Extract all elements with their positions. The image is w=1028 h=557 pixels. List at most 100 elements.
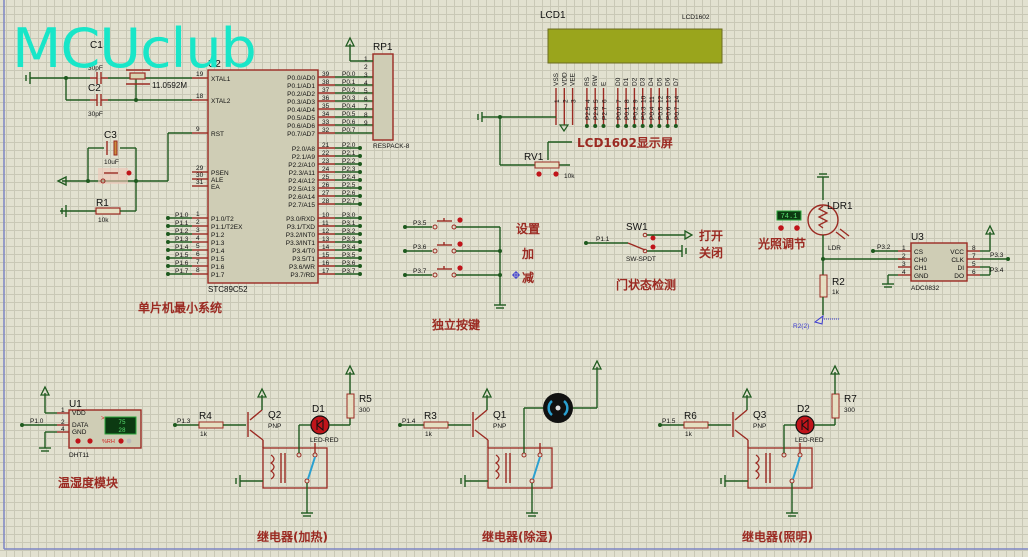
sw1-net: P1.1 xyxy=(596,236,610,243)
light-sensor[interactable]: LDR1 LDR 74.1 光照调节 R2 1k R2(2) xyxy=(757,173,905,330)
mcu-pin-name: ALE xyxy=(211,177,224,184)
r2-probe[interactable]: R2(2) xyxy=(793,323,809,330)
mcu-pin-name: XTAL2 xyxy=(211,98,231,105)
reset-button-indicator[interactable] xyxy=(126,170,132,176)
net-terminal[interactable] xyxy=(358,216,362,220)
net-terminal[interactable] xyxy=(358,224,362,228)
push-button[interactable]: P3.6 xyxy=(403,241,500,254)
load-resistor-ref: R7 xyxy=(844,394,857,405)
net-label: P3.4 xyxy=(342,244,356,251)
net-terminal[interactable] xyxy=(166,248,170,252)
push-button[interactable]: P3.7 xyxy=(403,265,500,278)
net-terminal[interactable] xyxy=(358,178,362,182)
dht-button-1[interactable] xyxy=(75,438,81,444)
net-label: P0.3 xyxy=(342,95,356,102)
mcu-pin-name: P1.1/T2EX xyxy=(211,224,243,231)
net-terminal[interactable] xyxy=(358,202,362,206)
dht-button-2[interactable] xyxy=(87,438,93,444)
mcu-pin-name: P0.2/AD2 xyxy=(287,91,315,98)
mcu-pin-name: P1.6 xyxy=(211,264,225,271)
net-terminal[interactable] xyxy=(640,124,645,128)
mcu-pin-name: P2.2/A10 xyxy=(288,162,315,169)
button-label-minus: 减 xyxy=(522,270,534,285)
mcu-pin-number: 28 xyxy=(322,198,330,205)
sw1-toggle-close[interactable] xyxy=(650,244,656,250)
net-terminal[interactable] xyxy=(358,272,362,276)
net-terminal[interactable] xyxy=(166,216,170,220)
net-terminal[interactable] xyxy=(166,272,170,276)
net-terminal[interactable] xyxy=(673,124,678,128)
base-resistor-value: 1k xyxy=(425,431,433,438)
net-terminal[interactable] xyxy=(601,124,606,128)
net-label: P0.7 xyxy=(342,127,356,134)
button-actuator[interactable] xyxy=(457,265,463,271)
mcu-pin-name: P2.6/A14 xyxy=(288,194,315,201)
mcu-pin-number: 9 xyxy=(196,126,200,133)
r2-ref: R2 xyxy=(832,277,845,288)
rp1-pin-number: 2 xyxy=(364,64,368,71)
net-terminal[interactable] xyxy=(358,146,362,150)
net-terminal[interactable] xyxy=(166,240,170,244)
net-terminal[interactable] xyxy=(358,232,362,236)
ldr-reading: 74.1 xyxy=(781,213,798,221)
load-resistor-ref: R5 xyxy=(359,394,372,405)
sw1-toggle-open[interactable] xyxy=(650,235,656,241)
mcu-pin-number: 17 xyxy=(322,268,330,275)
mcu-pin-name: EA xyxy=(211,184,220,191)
rp1-pin-number: 4 xyxy=(364,80,368,87)
net-terminal[interactable] xyxy=(358,264,362,268)
mcu-pin-number: 33 xyxy=(322,119,330,126)
net-terminal[interactable] xyxy=(358,248,362,252)
net-terminal[interactable] xyxy=(358,186,362,190)
door-switch[interactable]: P1.1 SW1 SW-SPDT 打开 关闭 门状态检测 xyxy=(584,222,723,292)
rp1-body[interactable] xyxy=(372,53,394,141)
led-part: LED-RED xyxy=(795,437,824,444)
lcd-screen[interactable] xyxy=(547,28,723,64)
sw1-open-label: 打开 xyxy=(699,228,723,243)
net-terminal[interactable] xyxy=(358,170,362,174)
net-terminal[interactable] xyxy=(358,194,362,198)
mcu-block[interactable]: U2 STC89C52 19XTAL118XTAL29RST29PSEN30AL… xyxy=(166,59,373,294)
sw1-close-label: 关闭 xyxy=(699,245,723,260)
mcu-pin-name: P2.4/A12 xyxy=(288,178,315,185)
net-terminal[interactable] xyxy=(358,154,362,158)
net-terminal[interactable] xyxy=(657,124,662,128)
net-terminal[interactable] xyxy=(358,256,362,260)
net-terminal[interactable] xyxy=(166,224,170,228)
net-terminal[interactable] xyxy=(665,124,670,128)
adc0832[interactable]: U3 ADC0832 1CS2CH03CH14GND8VCC7CLK5DI6DO… xyxy=(871,224,1010,292)
net-terminal[interactable] xyxy=(358,240,362,244)
net-terminal[interactable] xyxy=(632,124,637,128)
net-terminal[interactable] xyxy=(584,124,589,128)
net-terminal[interactable] xyxy=(166,264,170,268)
push-button[interactable]: P3.5 xyxy=(403,217,500,230)
button-actuator[interactable] xyxy=(457,217,463,223)
mcu-pin-number: 31 xyxy=(196,179,204,186)
lcd-pin-number: 9 xyxy=(632,99,639,103)
mcu-pin-name: P0.0/AD0 xyxy=(287,75,315,82)
ldr-increase-button[interactable] xyxy=(794,225,800,231)
mcu-body[interactable] xyxy=(207,69,319,284)
dht-unit-toggle[interactable] xyxy=(118,438,124,444)
ldr-decrease-button[interactable] xyxy=(778,225,784,231)
net-terminal[interactable] xyxy=(358,162,362,166)
net-terminal[interactable] xyxy=(593,124,598,128)
net-terminal[interactable] xyxy=(166,256,170,260)
button-actuator[interactable] xyxy=(457,241,463,247)
mcu-section-title: 单片机最小系统 xyxy=(138,300,222,315)
net-terminal[interactable] xyxy=(615,124,620,128)
net-terminal[interactable] xyxy=(624,124,629,128)
net-terminal[interactable] xyxy=(166,232,170,236)
lcd1602[interactable]: LCD1 LCD1602 VSS1VDD2VEE3RS4P2.5RW5P2.6E… xyxy=(477,10,723,180)
net-terminal[interactable] xyxy=(649,124,653,128)
adc-cs-net: P3.2 xyxy=(877,244,891,251)
net-label: P0.0 xyxy=(342,71,356,78)
adc-body[interactable] xyxy=(910,242,968,282)
